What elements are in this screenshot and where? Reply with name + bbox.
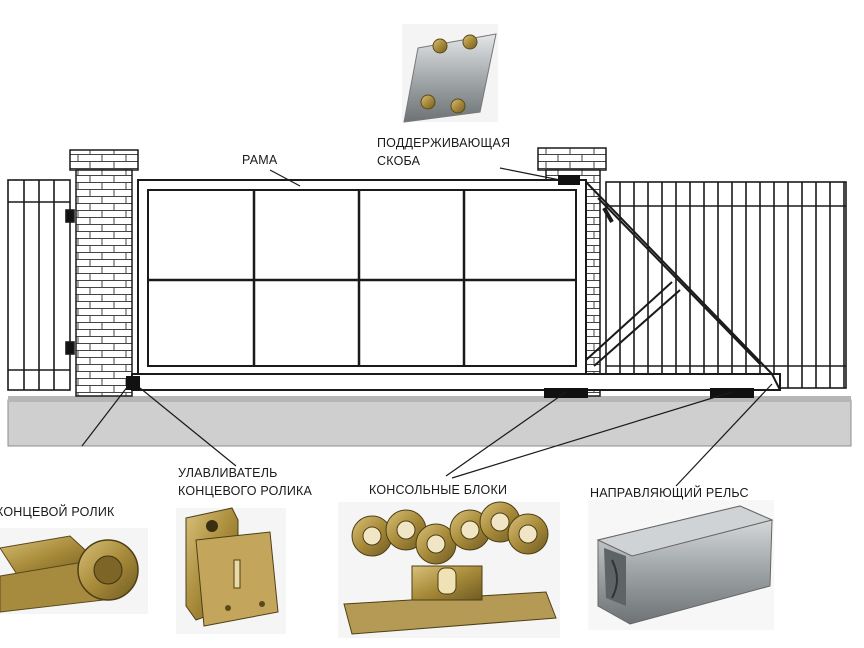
bottom-beam [131, 373, 781, 391]
support-bracket-label-line2: СКОБА [377, 154, 421, 168]
end-roller-label: КОНЦЕВОЙ РОЛИК [0, 505, 115, 519]
roller-wheel [415, 523, 457, 565]
ground-slab [7, 396, 852, 447]
roller-wheel [351, 515, 393, 557]
frame-label: РАМА [242, 153, 278, 167]
end-roller-catcher-photo [176, 507, 286, 634]
gate-tail [585, 180, 773, 375]
cantilever-block-mark-2 [710, 388, 754, 398]
end-roller-catcher-label-line2: КОНЦЕВОГО РОЛИКА [178, 484, 313, 498]
left-brick-pillar [69, 149, 139, 397]
support-bracket-label-line1: ПОДДЕРЖИВАЮЩАЯ [377, 136, 511, 150]
cantilever-blocks-label: КОНСОЛЬНЫЕ БЛОКИ [369, 483, 508, 497]
right-fence [605, 181, 847, 389]
leader-lines [81, 167, 773, 487]
cantilever-block-mark-1 [544, 388, 588, 398]
left-fence [7, 179, 75, 391]
roller-wheel [507, 513, 549, 555]
end-roller-photo [0, 528, 148, 614]
end-roller-catcher-label-line1: УЛАВЛИВАТЕЛЬ [178, 466, 278, 480]
support-bracket-photo [402, 24, 498, 123]
gate-frame [137, 179, 587, 375]
guide-rail-photo [588, 500, 774, 630]
end-roller-catcher-mark [126, 376, 140, 390]
support-bracket-mark [558, 175, 580, 185]
cantilever-blocks-photo [338, 501, 560, 638]
guide-rail-label: НАПРАВЛЯЮЩИЙ РЕЛЬС [590, 486, 749, 500]
